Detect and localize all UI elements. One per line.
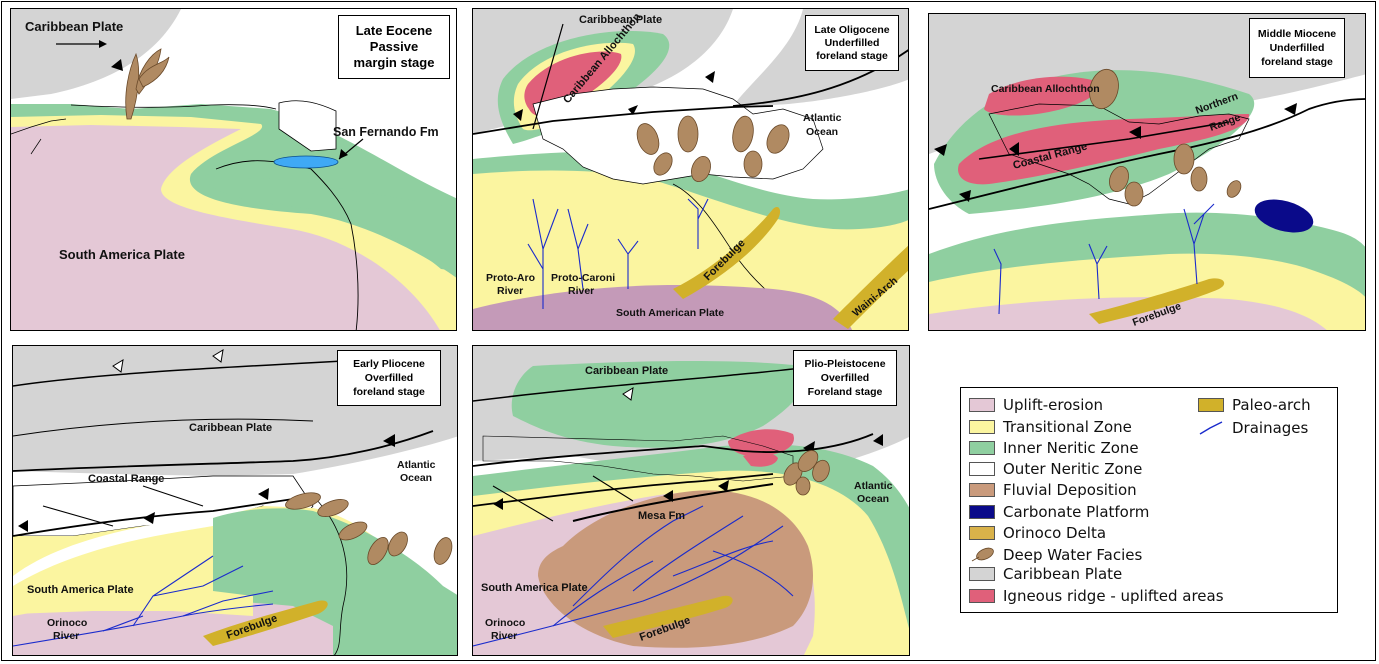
- legend-item-deep-water: Deep Water Facies: [969, 546, 1142, 564]
- title-plio-pleistocene: Plio-Pleistocene Overfilled Foreland sta…: [793, 350, 897, 406]
- label-ocean: Ocean: [806, 126, 838, 138]
- title-middle-miocene: Middle Miocene Underfilled foreland stag…: [1249, 18, 1345, 78]
- swatch-fluvial: [969, 483, 995, 497]
- legend-item-inner-neritic: Inner Neritic Zone: [969, 439, 1139, 457]
- legend-item-fluvial: Fluvial Deposition: [969, 481, 1137, 499]
- legend-item-caribbean: Caribbean Plate: [969, 565, 1122, 583]
- label-south-america-plate: South America Plate: [481, 582, 588, 594]
- swatch-orinoco-delta: [969, 526, 995, 540]
- label-south-america-plate: South America Plate: [27, 584, 134, 596]
- label-san-fernando-fm: San Fernando Fm: [333, 125, 439, 139]
- label-orinoco-river: River: [53, 630, 79, 642]
- title-late-eocene: Late Eocene Passive margin stage: [338, 15, 450, 79]
- label-atlantic: Atlantic: [803, 112, 842, 124]
- label-orinoco: Orinoco: [485, 617, 525, 629]
- label-south-america-plate: South America Plate: [59, 247, 185, 262]
- deep-water-lobe-icon: [971, 547, 994, 562]
- swatch-carbonate: [969, 505, 995, 519]
- swatch-paleo-arch: [1198, 398, 1224, 412]
- legend-item-carbonate: Carbonate Platform: [969, 503, 1149, 521]
- panel-plio-pleistocene: Caribbean Plate Atlantic Ocean Mesa Fm S…: [472, 345, 910, 656]
- swatch-igneous: [969, 589, 995, 603]
- label-atlantic: Atlantic: [397, 459, 436, 471]
- legend-item-drainages: Drainages: [1198, 419, 1308, 437]
- swatch-inner-neritic: [969, 441, 995, 455]
- swatch-transitional: [969, 420, 995, 434]
- legend: Uplift-erosion Transitional Zone Inner N…: [960, 387, 1338, 613]
- plio-pleistocene-map: Caribbean Plate Atlantic Ocean Mesa Fm S…: [473, 346, 909, 655]
- swatch-outer-neritic: [969, 462, 995, 476]
- label-proto-aro-river: River: [497, 285, 523, 297]
- title-late-oligocene: Late Oligocene Underfilled foreland stag…: [805, 15, 899, 71]
- label-mesa-fm: Mesa Fm: [638, 510, 685, 522]
- legend-item-transitional: Transitional Zone: [969, 418, 1132, 436]
- late-eocene-map: Caribbean Plate San Fernando Fm South Am…: [11, 9, 456, 330]
- legend-item-igneous: Igneous ridge - uplifted areas: [969, 587, 1224, 605]
- panel-middle-miocene: Caribbean Allochthon Northern Range Coas…: [928, 13, 1366, 331]
- label-caribbean-plate: Caribbean Plate: [585, 365, 668, 377]
- label-proto-caroni: Proto-Caroni: [551, 272, 615, 284]
- label-orinoco-river: River: [491, 630, 517, 642]
- legend-item-orinoco-delta: Orinoco Delta: [969, 524, 1106, 542]
- label-orinoco: Orinoco: [47, 617, 87, 629]
- label-caribbean-plate: Caribbean Plate: [189, 422, 272, 434]
- label-caribbean-plate: Caribbean Plate: [579, 14, 662, 26]
- panel-early-pliocene: Caribbean Plate Coastal Range Atlantic O…: [12, 345, 458, 656]
- label-coastal-range: Coastal Range: [88, 473, 164, 485]
- swatch-uplift: [969, 398, 995, 412]
- early-pliocene-map: Caribbean Plate Coastal Range Atlantic O…: [13, 346, 457, 655]
- legend-item-outer-neritic: Outer Neritic Zone: [969, 460, 1142, 478]
- label-proto-caroni-river: River: [568, 285, 594, 297]
- panel-late-eocene: Caribbean Plate San Fernando Fm South Am…: [10, 8, 457, 331]
- title-early-pliocene: Early Pliocene Overfilled foreland stage: [337, 350, 441, 406]
- label-caribbean-allochthon: Caribbean Allochthon: [991, 83, 1100, 95]
- label-ocean: Ocean: [400, 472, 432, 484]
- swatch-caribbean: [969, 567, 995, 581]
- legend-item-uplift: Uplift-erosion: [969, 396, 1103, 414]
- label-caribbean-plate: Caribbean Plate: [25, 19, 123, 34]
- label-south-american-plate: South American Plate: [616, 307, 724, 319]
- panel-late-oligocene: Caribbean Plate Caribbean Allochthon Atl…: [472, 8, 909, 331]
- drainage-line-icon: [1199, 421, 1223, 435]
- label-atlantic: Atlantic: [854, 480, 893, 492]
- label-ocean: Ocean: [857, 493, 889, 505]
- label-proto-aro: Proto-Aro: [486, 272, 535, 284]
- legend-item-paleo-arch: Paleo-arch: [1198, 396, 1311, 414]
